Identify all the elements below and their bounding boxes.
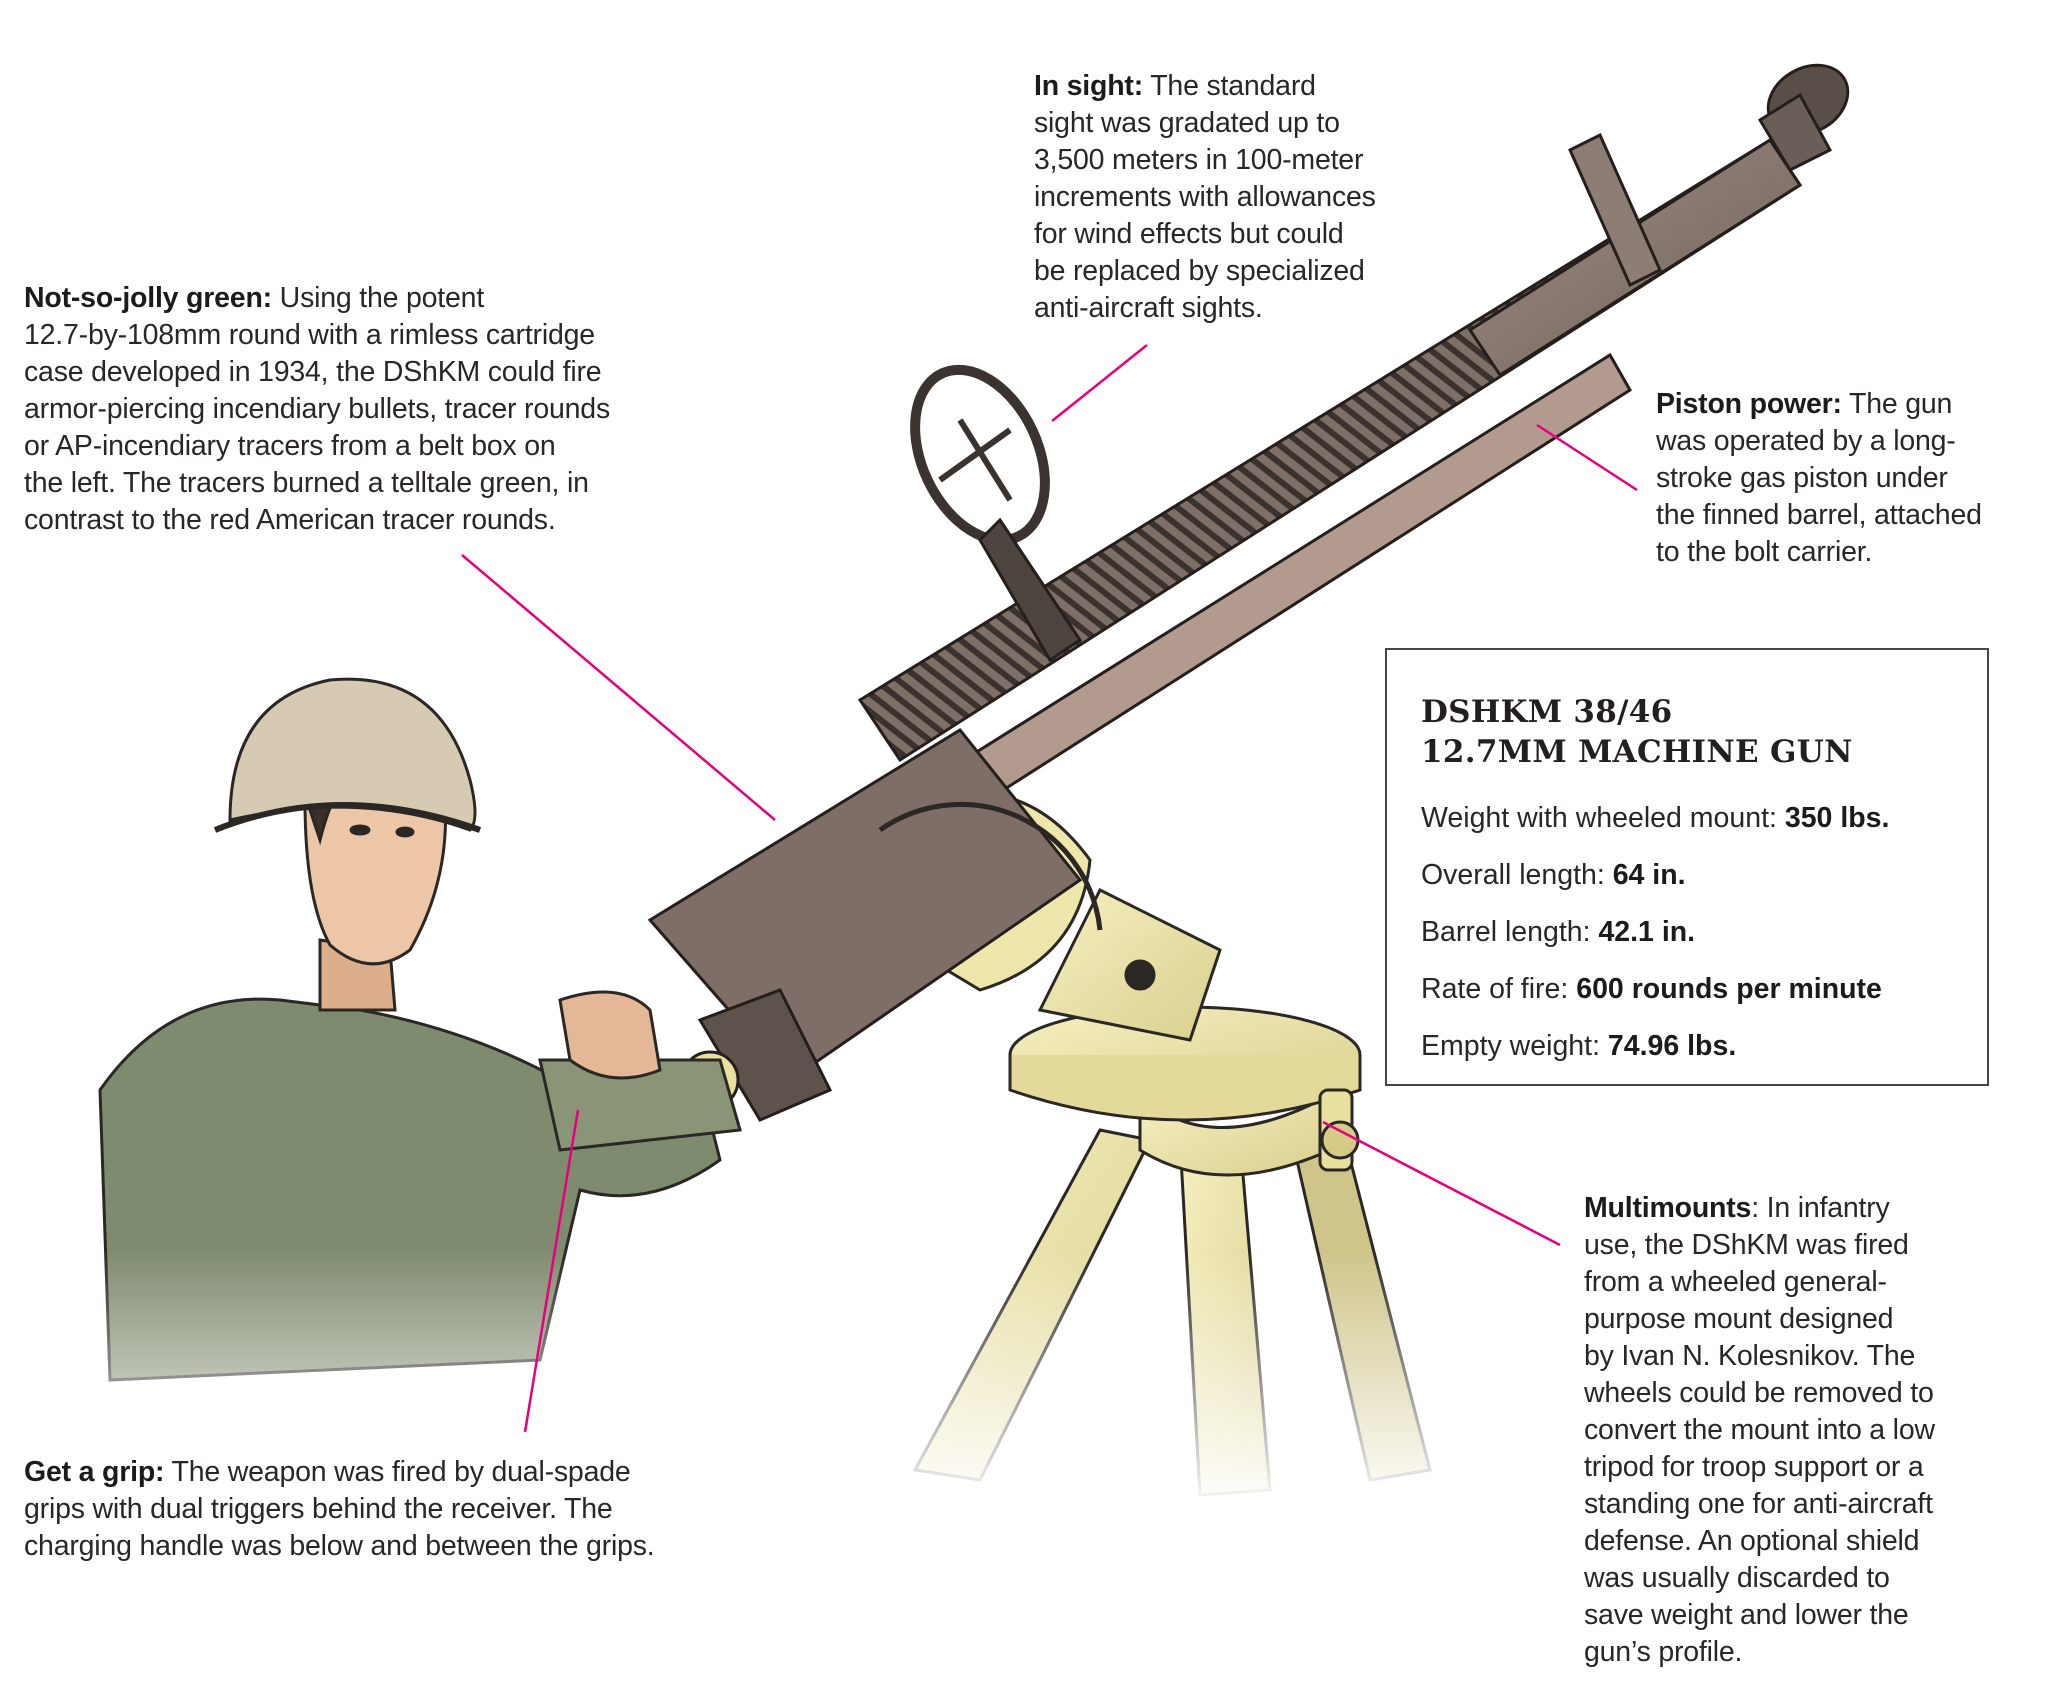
- callout-line: for wind effects but could: [1034, 218, 1344, 250]
- spec-value: 42.1 in.: [1598, 916, 1696, 948]
- callout-line: charging handle was below and between th…: [24, 1530, 655, 1562]
- spec-value: 600 rounds per minute: [1576, 973, 1882, 1005]
- spec-label: Empty weight:: [1421, 1030, 1608, 1062]
- callout-line: Piston power: The gun: [1656, 388, 1953, 420]
- leader-line-in-sight: [1051, 344, 1148, 422]
- callout-line: standing one for anti-aircraft: [1584, 1488, 1933, 1520]
- callout-line: stroke gas piston under: [1656, 462, 1948, 494]
- callout-line: contrast to the red American tracer roun…: [24, 504, 556, 536]
- spec-value: 74.96 lbs.: [1607, 1030, 1737, 1062]
- callout-line: 3,500 meters in 100-meter: [1034, 144, 1364, 176]
- callout-line: use, the DShKM was fired: [1584, 1229, 1909, 1261]
- callout-line: wheels could be removed to: [1584, 1377, 1934, 1409]
- callout-heading: Multimounts: [1584, 1192, 1752, 1224]
- spec-title-line-2: 12.7MM MACHINE GUN: [1421, 734, 1853, 770]
- callout-heading: Not-so-jolly green:: [24, 282, 272, 314]
- spec-title: DSHKM 38/46 12.7MM MACHINE GUN: [1421, 692, 1853, 772]
- spec-box: DSHKM 38/46 12.7MM MACHINE GUN Weight wi…: [1385, 648, 1989, 1086]
- leader-line-multimounts: [1322, 1120, 1561, 1247]
- callout-line: was operated by a long-: [1656, 425, 1956, 457]
- spec-label: Barrel length:: [1421, 916, 1599, 948]
- callout-line: the finned barrel, attached: [1656, 499, 1982, 531]
- spec-row-barrel-length: Barrel length: 42.1 in.: [1421, 904, 1889, 961]
- spec-label: Overall length:: [1421, 859, 1613, 891]
- callout-line: the left. The tracers burned a telltale …: [24, 467, 589, 499]
- callout-line: armor-piercing incendiary bullets, trace…: [24, 393, 610, 425]
- callout-line: Get a grip: The weapon was fired by dual…: [24, 1456, 631, 1488]
- callout-line: was usually discarded to: [1584, 1562, 1890, 1594]
- callout-heading: In sight:: [1034, 70, 1144, 102]
- callout-line: anti-aircraft sights.: [1034, 292, 1263, 324]
- callout-piston-power: Piston power: The gun was operated by a …: [1656, 386, 2046, 571]
- callout-in-sight: In sight: The standard sight was gradate…: [1034, 68, 1454, 327]
- callout-not-so-jolly-green: Not-so-jolly green: Using the potent 12.…: [24, 280, 724, 539]
- callout-line: from a wheeled general-: [1584, 1266, 1887, 1298]
- leader-lines: [461, 344, 1638, 1433]
- callout-line: to the bolt carrier.: [1656, 536, 1873, 568]
- callout-line: be replaced by specialized: [1034, 255, 1365, 287]
- callout-line: convert the mount into a low: [1584, 1414, 1935, 1446]
- callout-line: sight was gradated up to: [1034, 107, 1340, 139]
- spec-row-rate-of-fire: Rate of fire: 600 rounds per minute: [1421, 961, 1889, 1018]
- callout-line: Not-so-jolly green: Using the potent: [24, 282, 485, 314]
- callout-get-a-grip: Get a grip: The weapon was fired by dual…: [24, 1454, 764, 1565]
- callout-line: by Ivan N. Kolesnikov. The: [1584, 1340, 1916, 1372]
- callout-line: or AP-incendiary tracers from a belt box…: [24, 430, 556, 462]
- callout-line: defense. An optional shield: [1584, 1525, 1920, 1557]
- callout-heading: Get a grip:: [24, 1456, 165, 1488]
- spec-row-empty-weight: Empty weight: 74.96 lbs.: [1421, 1018, 1889, 1075]
- spec-row-overall-length: Overall length: 64 in.: [1421, 847, 1889, 904]
- callout-line: purpose mount designed: [1584, 1303, 1894, 1335]
- spec-list: Weight with wheeled mount: 350 lbs. Over…: [1421, 790, 1889, 1075]
- callout-line: case developed in 1934, the DShKM could …: [24, 356, 602, 388]
- spec-value: 350 lbs.: [1784, 802, 1890, 834]
- leader-line-piston-power: [1536, 423, 1638, 492]
- spec-label: Weight with wheeled mount:: [1421, 802, 1785, 834]
- callout-line: tripod for troop support or a: [1584, 1451, 1924, 1483]
- callout-multimounts: Multimounts: In infantry use, the DShKM …: [1584, 1190, 2024, 1671]
- spec-title-line-1: DSHKM 38/46: [1421, 694, 1673, 730]
- leader-line-not-so-jolly-green: [461, 554, 776, 821]
- spec-row-weight-with-mount: Weight with wheeled mount: 350 lbs.: [1421, 790, 1889, 847]
- spec-label: Rate of fire:: [1421, 973, 1577, 1005]
- leader-line-get-a-grip: [523, 1109, 580, 1433]
- callout-line: grips with dual triggers behind the rece…: [24, 1493, 613, 1525]
- callout-line: increments with allowances: [1034, 181, 1376, 213]
- callout-line: In sight: The standard: [1034, 70, 1316, 102]
- callout-line: 12.7-by-108mm round with a rimless cartr…: [24, 319, 595, 351]
- callout-line: gun’s profile.: [1584, 1636, 1743, 1668]
- callout-heading: Piston power:: [1656, 388, 1842, 420]
- machine-gun: [647, 63, 1850, 1122]
- spec-value: 64 in.: [1612, 859, 1686, 891]
- callout-line: Multimounts: In infantry: [1584, 1192, 1890, 1224]
- callout-line: save weight and lower the: [1584, 1599, 1909, 1631]
